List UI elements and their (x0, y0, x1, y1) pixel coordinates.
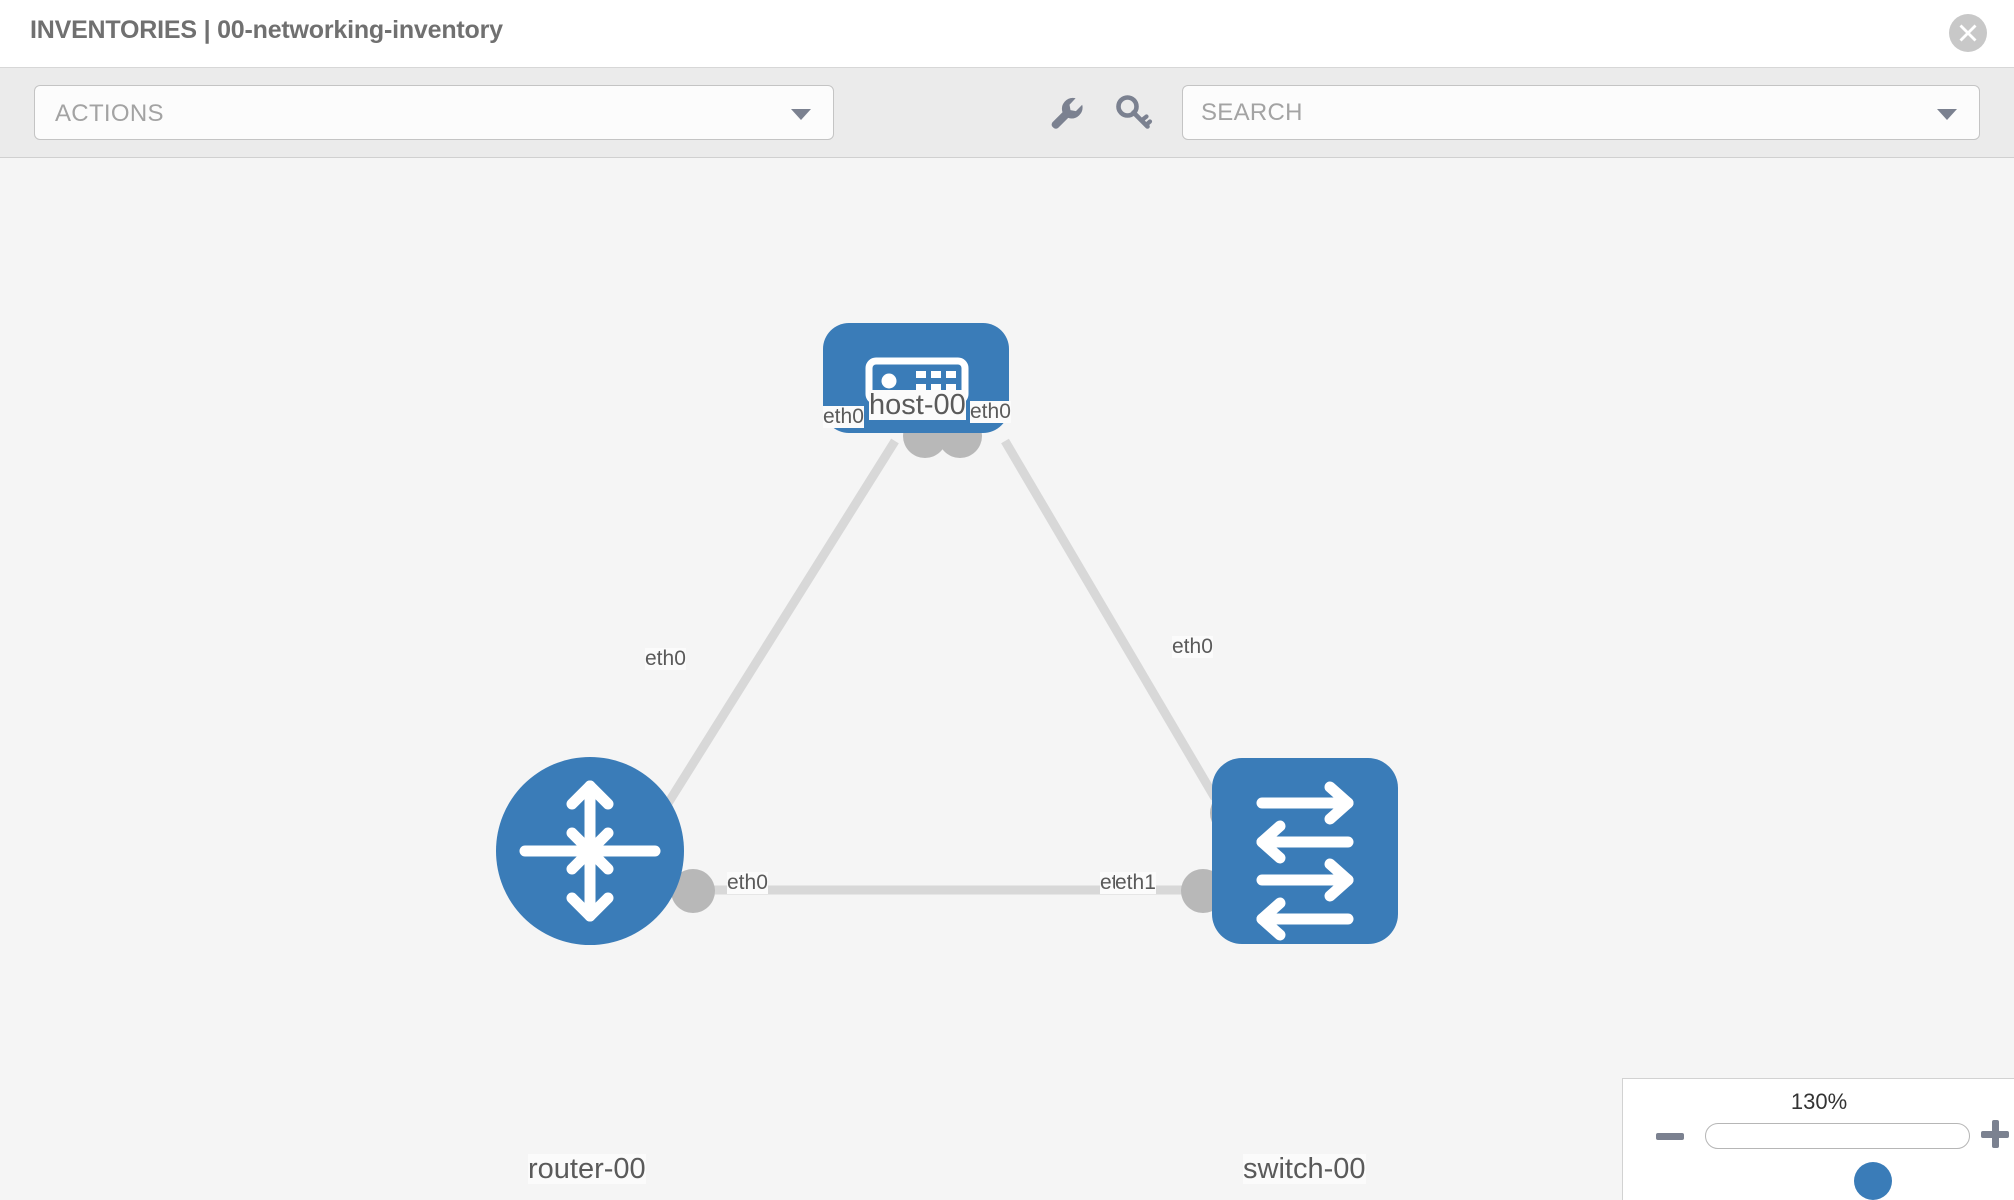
edge-label-router-up: eth0 (645, 647, 686, 671)
search-field[interactable] (1182, 85, 1980, 140)
node-label-router-00: router-00 (528, 1153, 646, 1185)
edge-label-switch-left-b: eth1 (1115, 871, 1156, 895)
edge-label-router-right: eth0 (727, 871, 768, 895)
node-label-switch-00: switch-00 (1243, 1153, 1366, 1185)
topology-graph (496, 323, 1398, 945)
wrench-icon[interactable] (1045, 92, 1087, 134)
search-input[interactable] (1201, 86, 1901, 139)
node-label-host-00: host-00 (869, 389, 966, 421)
edge-label-host-right: eth0 (970, 400, 1011, 424)
edge-label-switch-up: eth0 (1172, 635, 1213, 659)
actions-dropdown[interactable]: ACTIONS (34, 85, 834, 140)
edge-label-host-left: eth0 (823, 405, 864, 429)
plus-icon[interactable] (1981, 1120, 2009, 1148)
toolbar: ACTIONS (0, 68, 2014, 158)
page-title: INVENTORIES | 00-networking-inventory (30, 16, 503, 44)
link-host-switch (1001, 438, 1219, 801)
connector-router-right (671, 869, 715, 913)
actions-dropdown-label: ACTIONS (55, 100, 164, 127)
node-router-00[interactable] (496, 757, 684, 945)
router-arrows-icon (519, 780, 661, 922)
node-switch-00[interactable] (1212, 758, 1398, 944)
title-bar: INVENTORIES | 00-networking-inventory (0, 0, 2014, 68)
key-icon[interactable] (1112, 92, 1154, 134)
topology-links (636, 438, 1219, 895)
chevron-down-icon[interactable] (1937, 109, 1957, 120)
topology-canvas[interactable]: eth0 host-00 eth0 eth0 eth0 eth0 eth0 et… (0, 158, 2014, 1200)
switch-arrows-icon (1256, 781, 1354, 941)
zoom-slider-track[interactable] (1705, 1123, 1970, 1200)
minus-icon[interactable] (1656, 1133, 1684, 1140)
close-icon[interactable] (1949, 14, 1987, 52)
link-host-router (636, 438, 899, 851)
chevron-down-icon (791, 109, 811, 120)
zoom-slider-handle[interactable] (1854, 1162, 1892, 1200)
zoom-percent-label: 130% (1790, 1089, 1848, 1114)
zoom-control-panel: 130% (1622, 1078, 2014, 1200)
